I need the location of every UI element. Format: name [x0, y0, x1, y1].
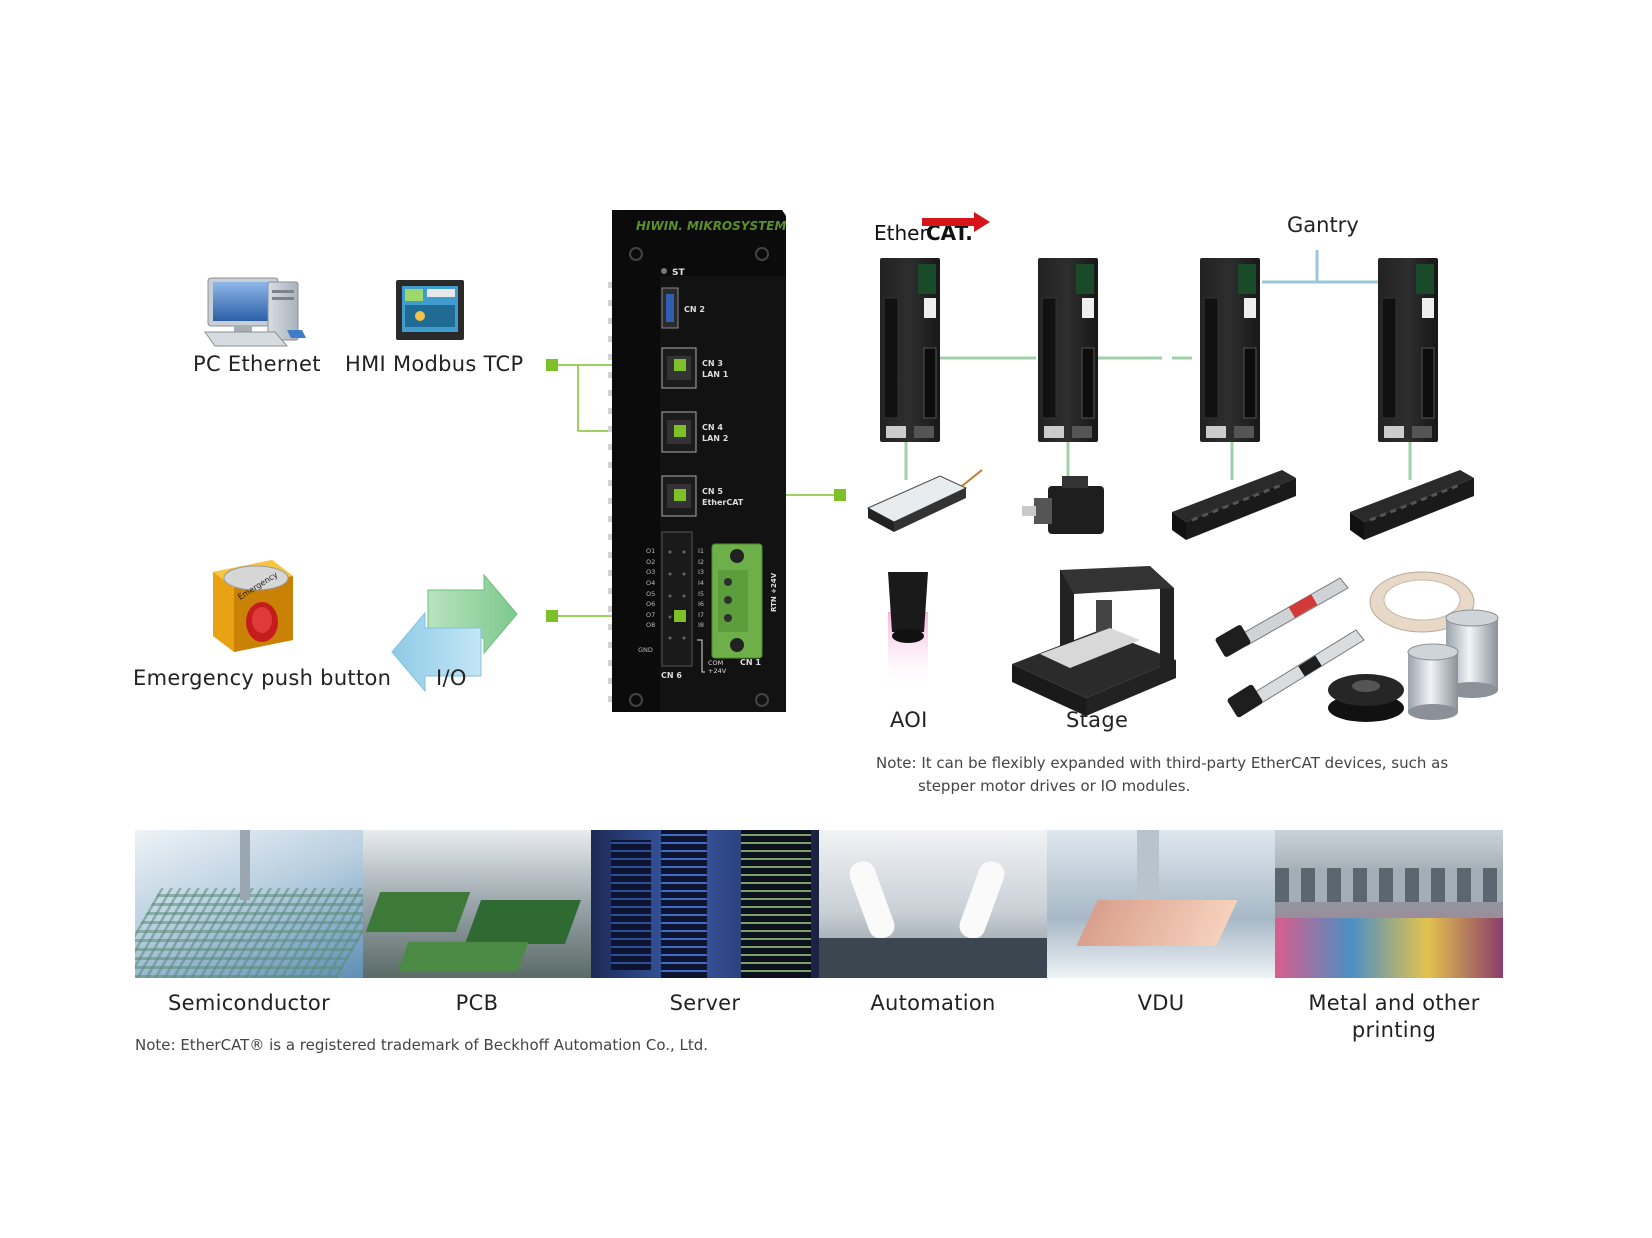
cn6-label: CN 6 [661, 671, 682, 680]
output-label: O6 [646, 600, 655, 608]
ethercat-port-label: EtherCAT [702, 498, 744, 507]
port-marker-lan-left [546, 359, 558, 371]
emergency-button-icon: Emergency [213, 560, 293, 652]
input-label: I2 [698, 558, 704, 566]
port-marker-cn3 [674, 359, 686, 371]
servo-drive [880, 258, 940, 442]
linear-module-icon [1350, 470, 1474, 540]
plus24-label: +24V [708, 667, 727, 675]
port-marker-cn6 [674, 610, 686, 622]
expansion-note-line2: stepper motor drives or IO modules. [918, 777, 1191, 795]
expansion-note-line1: Note: It can be flexibly expanded with t… [876, 754, 1449, 772]
rtn24-label: RTN +24V [770, 572, 778, 612]
linear-module-icon [1172, 470, 1296, 540]
input-label: I3 [698, 568, 704, 576]
linear-actuator-icon [1215, 577, 1365, 718]
port-marker-cn4 [674, 425, 686, 437]
stage-label: Stage [1066, 708, 1129, 732]
input-label: I4 [698, 579, 704, 587]
com-label: COM [708, 659, 723, 667]
cn2-label: CN 2 [684, 305, 705, 314]
ethercat-logo-ether: Ether [874, 221, 928, 245]
cn1-label: CN 1 [740, 658, 761, 667]
application-label-pcb: PCB [455, 991, 499, 1015]
application-label-printing: Metal and other printing [1308, 991, 1480, 1042]
stage-icon [1012, 566, 1176, 716]
cn4-label: CN 4 [702, 423, 723, 432]
output-label: O8 [646, 621, 655, 629]
gantry-link [1262, 250, 1378, 284]
cn3-label: CN 3 [702, 359, 723, 368]
system-diagram: Emergency HIW [204, 210, 1499, 722]
application-image-server [591, 830, 819, 978]
servo-motor-icon [1022, 476, 1104, 534]
application-label-automation: Automation [870, 991, 996, 1015]
input-label: I5 [698, 590, 704, 598]
application-image-vdu [1047, 830, 1275, 978]
output-label: O2 [646, 558, 655, 566]
port-marker-ethercat-right [834, 489, 846, 501]
io-label: I/O [436, 666, 467, 690]
aoi-label: AOI [890, 708, 928, 732]
input-label: I7 [698, 611, 704, 619]
application-label-server: Server [669, 991, 741, 1015]
output-label: O4 [646, 579, 655, 587]
port-marker-cn5 [674, 489, 686, 501]
servo-drive [1378, 258, 1438, 442]
application-label-semiconductor: Semiconductor [167, 991, 331, 1015]
pc-icon [204, 277, 306, 347]
port-marker-io-left [546, 610, 558, 622]
application-image-printing [1275, 830, 1503, 978]
pc-ethernet-label: PC Ethernet [193, 352, 321, 376]
hmi-icon [396, 280, 464, 340]
input-label: I1 [698, 547, 704, 555]
output-label: O5 [646, 590, 655, 598]
application-label-vdu: VDU [1137, 991, 1185, 1015]
servo-drive [1200, 258, 1260, 442]
hmi-modbus-label: HMI Modbus TCP [345, 352, 524, 376]
status-led-label: ST [672, 268, 685, 278]
output-label: O1 [646, 547, 655, 555]
input-label: I8 [698, 621, 704, 629]
controller-unit: HIWIN. MIKROSYSTEM ST CN 2 CN 3 LAN 1 CN… [608, 210, 786, 712]
cn5-label: CN 5 [702, 487, 723, 496]
drive-motor-links [904, 442, 1412, 480]
application-image-automation [819, 830, 1047, 978]
aoi-camera-icon [888, 572, 928, 692]
direct-drive-motor-icon [1407, 609, 1499, 720]
gantry-label: Gantry [1287, 213, 1359, 237]
application-image-semiconductor [135, 830, 363, 978]
output-label: O7 [646, 611, 655, 619]
controller-brand: HIWIN. MIKROSYSTEM [636, 219, 786, 233]
emergency-button-label: Emergency push button [133, 666, 392, 690]
application-image-pcb [363, 830, 591, 978]
rotary-table-icon [1328, 674, 1404, 722]
input-label: I6 [698, 600, 704, 608]
gnd-label: GND [638, 646, 653, 654]
output-label: O3 [646, 568, 655, 576]
lan2-label: LAN 2 [702, 434, 728, 443]
io-arrows-icon [391, 573, 518, 693]
lan1-label: LAN 1 [702, 370, 729, 379]
trademark-note: Note: EtherCAT® is a registered trademar… [135, 1036, 709, 1054]
servo-drive [1038, 258, 1098, 442]
ethercat-logo: Ether CAT. [874, 212, 990, 245]
linear-motor-icon [866, 469, 983, 532]
